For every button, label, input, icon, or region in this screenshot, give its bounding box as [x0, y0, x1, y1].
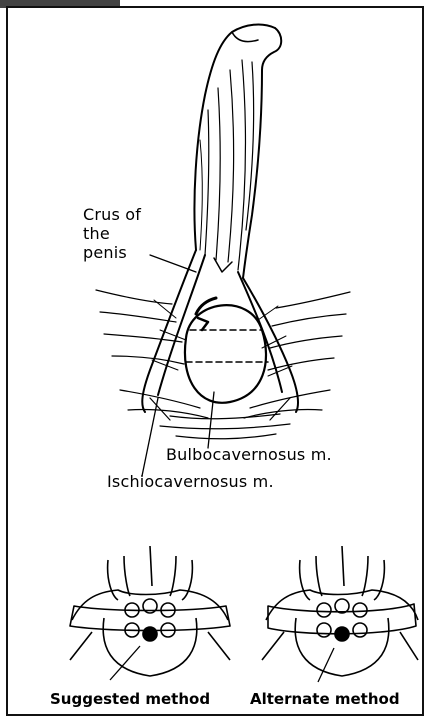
alternate-method-drawing [262, 546, 418, 682]
suggested-method-caption: Suggested method [50, 690, 210, 708]
suggested-method-drawing [70, 546, 230, 680]
bulbocavernosus-label: Bulbocavernosus m. [166, 446, 332, 464]
leader-lines [142, 255, 214, 476]
alternate-method-caption: Alternate method [250, 690, 400, 708]
ischiocavernosus-label: Ischiocavernosus m. [107, 473, 274, 491]
penis-shaft-drawing [194, 25, 281, 278]
crus-label: Crus of the penis [83, 205, 153, 262]
perineal-muscles-drawing [96, 290, 350, 439]
crura-drawing [142, 250, 298, 412]
